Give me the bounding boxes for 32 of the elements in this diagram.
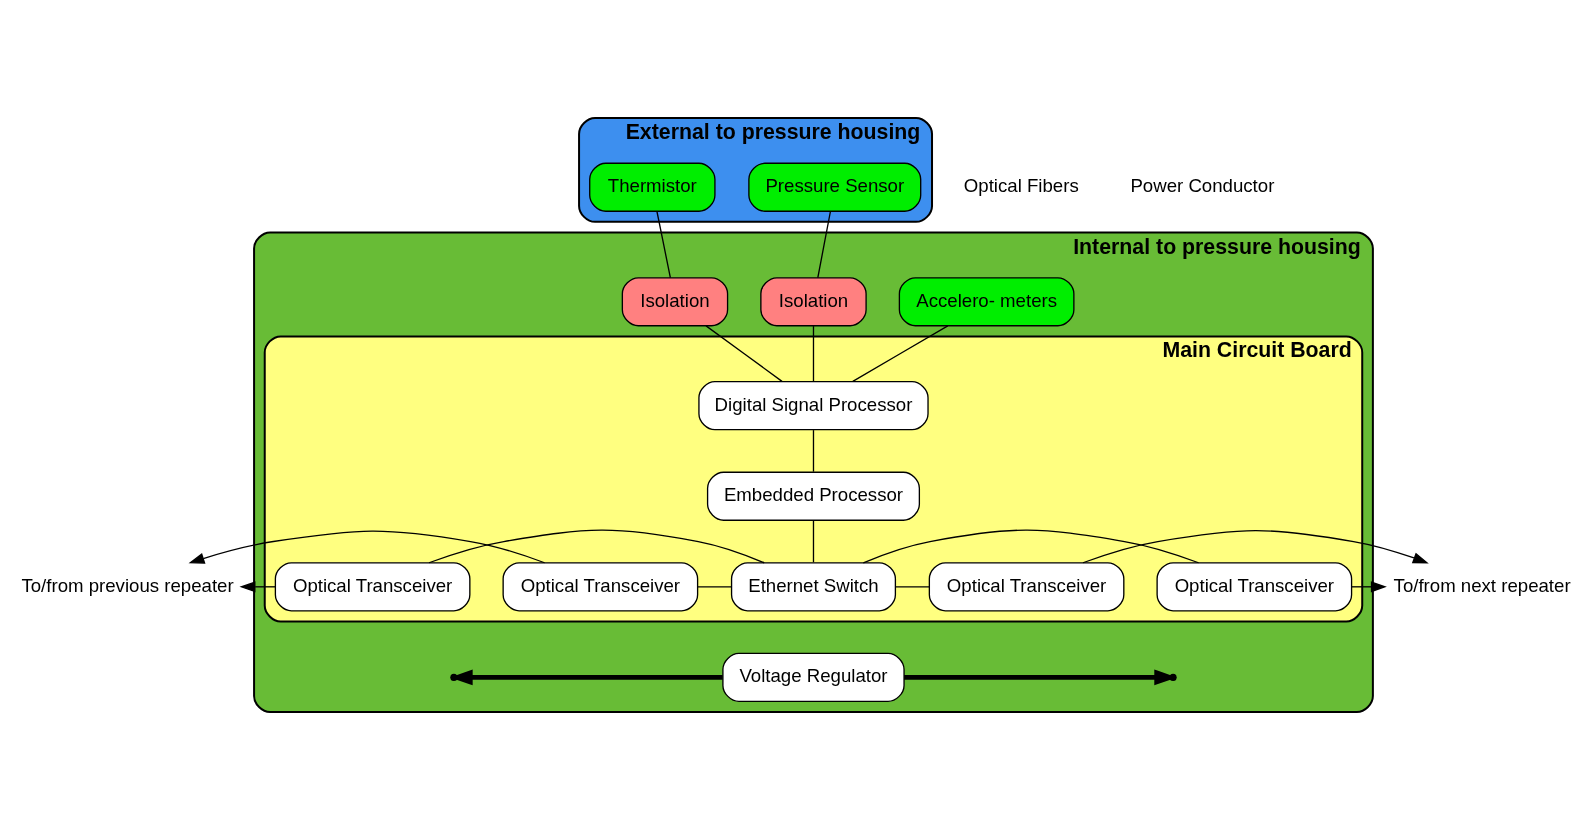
node-box: Optical Transceiver [1156,561,1353,611]
connector [812,519,815,563]
node-box: Accelero- meters [898,276,1075,326]
node-box: Digital Signal Processor [698,380,929,430]
arrow [188,529,546,564]
node-box: Pressure Sensor [748,162,922,212]
connector [817,210,832,278]
node-text: To/from next repeater [1393,574,1571,596]
connector [705,324,783,382]
connector [812,428,815,472]
node-box: Optical Transceiver [502,561,699,611]
connector [852,324,949,382]
connector [894,585,930,587]
node-box: Isolation [760,276,867,326]
arrow [1351,580,1387,592]
node-box: Ethernet Switch [730,561,897,611]
node-text: To/from previous repeater [21,574,234,596]
arrow [1082,529,1429,563]
connector [812,324,815,382]
connector [428,528,765,563]
arrow [239,580,276,592]
connector [862,528,1200,563]
node-box: Embedded Processor [706,471,921,521]
node-box: Optical Transceiver [928,561,1125,611]
node-box: Isolation [621,276,729,326]
label: Power Conductor [1130,174,1275,196]
node-box: Voltage Regulator [722,652,905,702]
node-box: Thermistor [589,162,716,212]
connector [697,585,732,587]
connector [656,210,671,278]
label: Optical Fibers [963,174,1079,196]
node-box: Optical Transceiver [274,561,471,611]
